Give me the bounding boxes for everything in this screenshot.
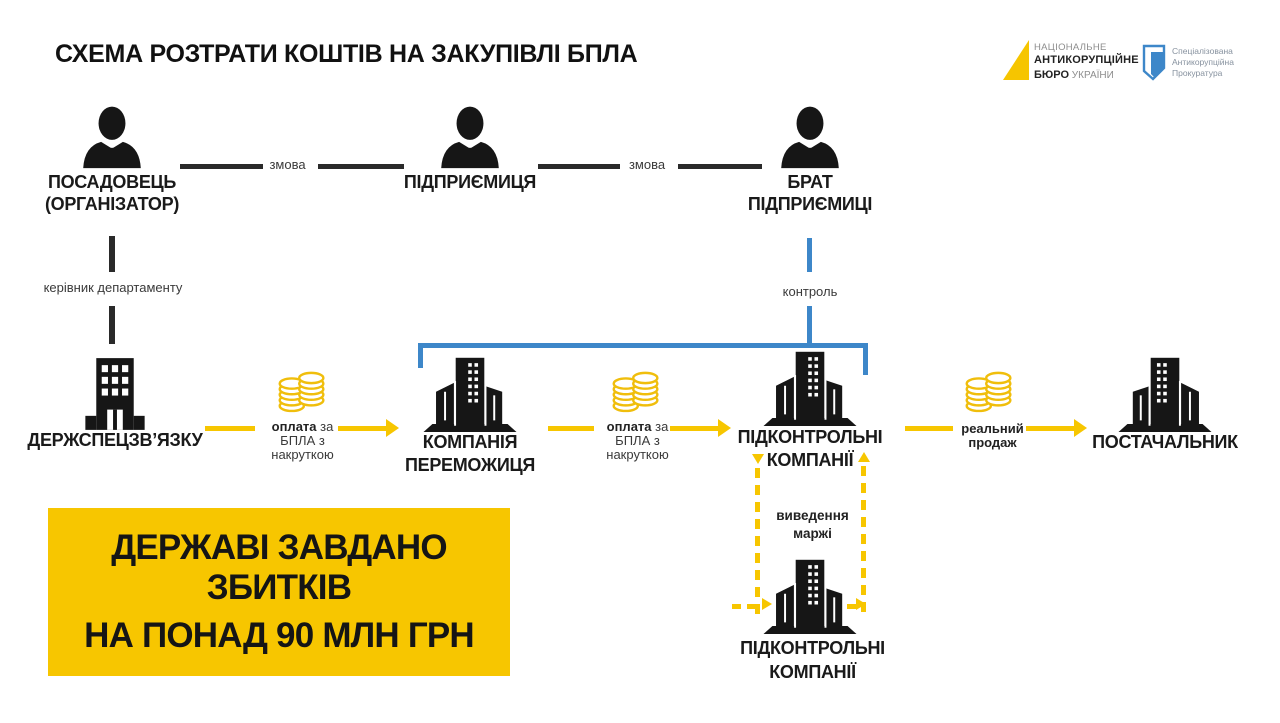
controlled-top-label-line2: КОМПАНІЇ	[766, 450, 854, 470]
flow2-label: оплата за БПЛА з накруткою	[606, 419, 669, 462]
sap-logo: Спеціалізована Антикорупційна Прокуратур…	[1140, 44, 1250, 84]
head-of-department-line-a	[109, 236, 115, 272]
collusion-label-2: змова	[628, 157, 666, 172]
margin-withdrawal-label-line1: виведення	[776, 508, 849, 523]
flow2-line-b	[670, 426, 718, 431]
nabu-line2: АНТИКОРУПЦІЙНЕ	[1034, 54, 1139, 66]
controlled-companies-top-buildings-icon	[763, 351, 857, 426]
control-line-b	[807, 306, 812, 345]
head-of-department-line-b	[109, 306, 115, 344]
nabu-line3: БЮРО УКРАЇНИ	[1034, 69, 1114, 81]
control-bracket-left-drop	[418, 348, 423, 368]
control-bracket-horizontal	[418, 343, 868, 348]
sap-line1: Спеціалізована	[1172, 46, 1233, 56]
margin-loop-bottom-right-dashed-line	[832, 604, 856, 609]
damages-banner-line2: НА ПОНАД 90 МЛН ГРН	[84, 616, 475, 655]
controlled-companies-bottom-buildings-icon	[763, 559, 857, 634]
flow3-label: реальний продаж	[961, 421, 1024, 450]
winner-company-buildings-icon	[423, 357, 517, 432]
controlled-top-label-line1: ПІДКОНТРОЛЬНІ	[737, 427, 883, 447]
control-label: контроль	[782, 284, 838, 299]
flow1-label: оплата за БПЛА з накруткою	[271, 419, 334, 462]
winner-company-label-line1: КОМПАНІЯ	[422, 432, 518, 452]
coins-icon-3	[965, 371, 1012, 413]
margin-loop-bottom-right-arrowhead-icon	[856, 598, 866, 610]
flow1-arrowhead-icon	[386, 419, 399, 437]
margin-loop-left-dashed-line	[755, 468, 760, 618]
control-line-a	[807, 238, 812, 272]
collusion-line-2b	[678, 164, 762, 169]
person-icon-businesswoman	[441, 106, 499, 169]
person-icon-official	[83, 106, 141, 169]
state-agency-label: ДЕРЖСПЕЦЗВ’ЯЗКУ	[27, 430, 203, 450]
page-title: СХЕМА РОЗТРАТИ КОШТІВ НА ЗАКУПІВЛІ БПЛА	[55, 40, 638, 68]
supplier-buildings-icon	[1118, 357, 1212, 432]
coins-icon-2	[612, 371, 659, 413]
flow1-line-b	[338, 426, 386, 431]
flow1-line-a	[205, 426, 255, 431]
sap-shield-icon	[1142, 44, 1166, 81]
margin-withdrawal-label-line2: маржі	[793, 526, 832, 541]
margin-loop-left-down-arrowhead-icon	[752, 454, 764, 464]
collusion-label-1: змова	[269, 157, 306, 172]
sap-line2: Антикорупційна	[1172, 57, 1234, 67]
damages-banner-line1: ДЕРЖАВІ ЗАВДАНО ЗБИТКІВ	[111, 528, 447, 607]
control-bracket-right-drop	[863, 348, 868, 375]
margin-loop-right-dashed-line	[861, 466, 866, 618]
person-icon-brother	[781, 106, 839, 169]
nabu-triangle-icon	[1003, 40, 1029, 80]
collusion-line-2a	[538, 164, 620, 169]
coins-icon-1	[278, 371, 325, 413]
damages-banner: ДЕРЖАВІ ЗАВДАНО ЗБИТКІВ НА ПОНАД 90 МЛН …	[48, 508, 510, 676]
nabu-line1: НАЦІОНАЛЬНЕ	[1034, 42, 1107, 53]
flow2-line-a	[548, 426, 594, 431]
collusion-line-1b	[318, 164, 404, 169]
supplier-label: ПОСТАЧАЛЬНИК	[1092, 432, 1238, 452]
head-of-department-label: керівник департаменту	[43, 280, 183, 295]
margin-loop-bottom-left-dashed-line	[732, 604, 762, 609]
brother-label-line2: ПІДПРИЄМИЦІ	[747, 194, 873, 214]
flow2-arrowhead-icon	[718, 419, 731, 437]
brother-label-line1: БРАТ	[787, 172, 833, 192]
businesswoman-label: ПІДПРИЄМИЦЯ	[403, 172, 537, 192]
margin-loop-right-up-arrowhead-icon	[858, 452, 870, 462]
winner-company-label-line2: ПЕРЕМОЖИЦЯ	[404, 455, 535, 475]
official-label-line2: (ОРГАНІЗАТОР)	[44, 194, 180, 214]
state-agency-building-icon	[85, 358, 145, 430]
margin-loop-bottom-left-arrowhead-icon	[762, 598, 772, 610]
sap-line3: Прокуратура	[1172, 68, 1223, 78]
collusion-line-1a	[180, 164, 263, 169]
controlled-bottom-label-line1: ПІДКОНТРОЛЬНІ	[740, 638, 885, 658]
flow3-line-b	[1026, 426, 1074, 431]
official-label-line1: ПОСАДОВЕЦЬ	[47, 172, 177, 192]
nabu-logo: НАЦІОНАЛЬНЕ АНТИКОРУПЦІЙНЕ БЮРО УКРАЇНИ	[1003, 40, 1139, 82]
flow3-arrowhead-icon	[1074, 419, 1087, 437]
controlled-bottom-label-line2: КОМПАНІЇ	[769, 662, 856, 682]
flow3-line-a	[905, 426, 953, 431]
